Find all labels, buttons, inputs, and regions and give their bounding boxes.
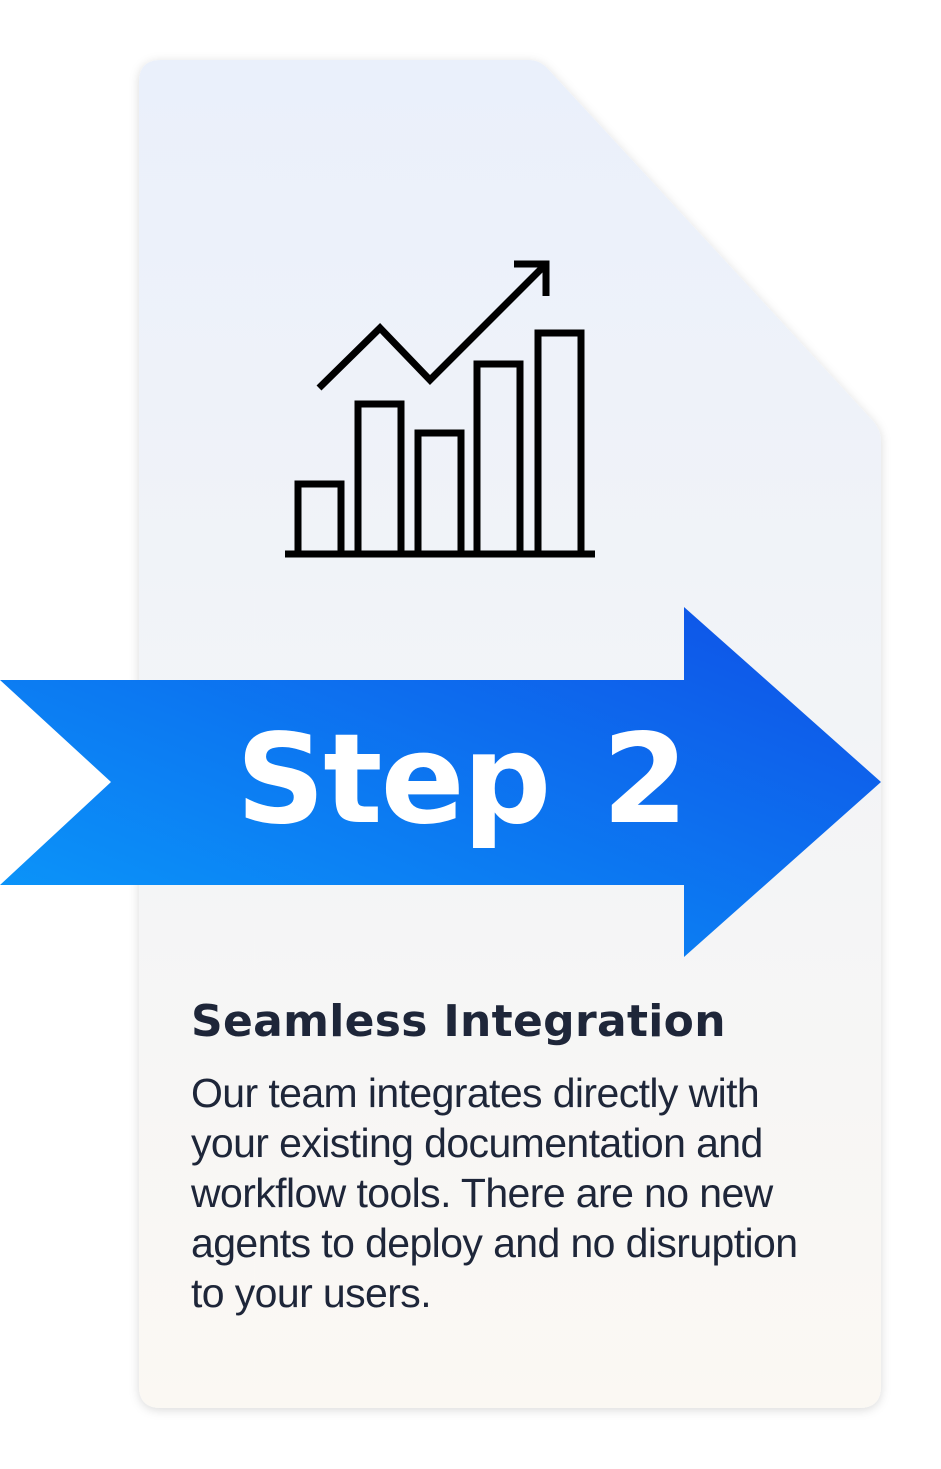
- growth-bar-chart-icon: [285, 260, 595, 558]
- card-description: Our team integrates directly with your e…: [191, 1070, 798, 1316]
- step-arrow-banner: [0, 607, 881, 957]
- step-number: 2: [602, 708, 688, 852]
- step-label: Step: [236, 708, 551, 852]
- card-title: Seamless Integration: [191, 996, 726, 1047]
